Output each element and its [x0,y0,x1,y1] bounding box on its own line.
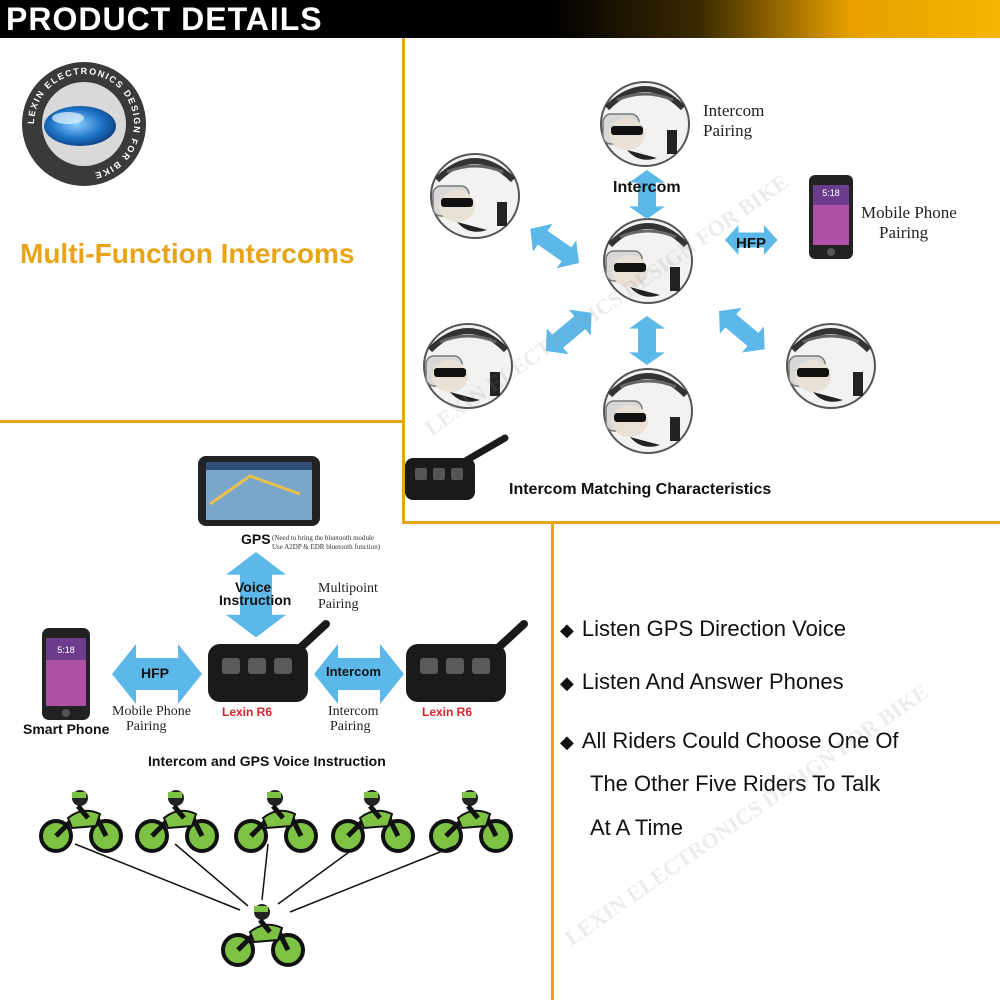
gps-device-icon [198,456,320,526]
diamond-bullet-icon: ◆ [560,732,574,752]
intercom-caption: Intercom Matching Characteristics [509,481,771,498]
arrow-diag-left-top [520,215,589,277]
lexin-logo: LEXIN ELECTRONICS DESIGN FOR BIKE [22,62,146,186]
gps-label: GPS [241,531,271,547]
gps-note-1: (Need to bring the bluetooth module [272,534,374,542]
feature-2: ◆Listen And Answer Phones [560,669,844,694]
helmet-bottom [604,369,692,453]
feature-3-line-2: The Other Five Riders To Talk [590,771,881,796]
gps-hfp-label: HFP [141,665,169,681]
bike-2 [137,790,217,851]
arrow-diag-right [708,298,776,363]
bike-1 [41,790,121,851]
feature-3-line-3: At A Time [590,815,683,840]
divider-horizontal-right [402,521,1000,524]
device-left-label: Lexin R6 [222,705,272,719]
smart-phone-time: 5:18 [57,645,75,655]
bike-4 [333,790,413,851]
device-right-label: Lexin R6 [422,705,472,719]
helmet-right [787,324,875,408]
feature-3: ◆All Riders Could Choose One Of [560,728,899,753]
section-title: Multi-Function Intercoms [20,238,355,269]
gps-intercom-pairing-2: Pairing [330,719,370,734]
diamond-bullet-icon: ◆ [560,620,574,640]
voice-instruction-1: Voice [235,579,272,595]
feature-1: ◆Listen GPS Direction Voice [560,616,846,641]
bike-connections [74,843,461,913]
diamond-bullet-icon: ◆ [560,673,574,693]
gps-diagram: GPS (Need to bring the bluetooth module … [23,456,550,1000]
voice-instruction-2: Instruction [219,592,291,608]
bike-3 [236,790,316,851]
divider-horizontal-left [0,420,405,423]
intercom-pairing-2: Pairing [703,121,753,140]
headset-left-icon [208,624,326,702]
smart-phone-icon [42,628,90,720]
arrow-vertical-bottom [629,316,665,365]
intercom-diagram: 5:18 Intercom Pairing Intercom HFP Mobil… [405,40,957,500]
hfp-label: HFP [736,235,766,252]
bike-center [223,904,303,965]
bike-5 [431,790,511,851]
gps-caption: Intercom and GPS Voice Instruction [148,753,386,769]
gps-mobile-pairing-1: Mobile Phone [112,704,191,719]
intercom-label: Intercom [613,179,681,196]
gps-note-2: Use A2DP & EDR bluetooth function) [272,543,381,551]
headset-right-icon [406,624,524,702]
helmet-top [601,82,689,166]
multipoint-pairing-1: Multipoint [318,581,378,596]
multipoint-pairing-2: Pairing [318,597,358,612]
divider-vertical-top [402,38,405,523]
headset-device-icon [405,434,509,500]
helmet-left-top [431,154,519,238]
smart-phone-label: Smart Phone [23,721,110,737]
gps-mobile-pairing-2: Pairing [126,719,166,734]
intercom-pairing-1: Intercom [703,101,764,120]
divider-vertical-bottom [551,521,554,1000]
phone-time: 5:18 [822,188,840,198]
mobile-pairing-1: Mobile Phone [861,203,957,222]
mobile-pairing-2: Pairing [879,223,929,242]
header-bar [0,0,1000,38]
page-title: PRODUCT DETAILS [6,1,323,37]
gps-intercom-pairing-1: Intercom [328,704,379,719]
gps-intercom-label: Intercom [326,664,381,679]
